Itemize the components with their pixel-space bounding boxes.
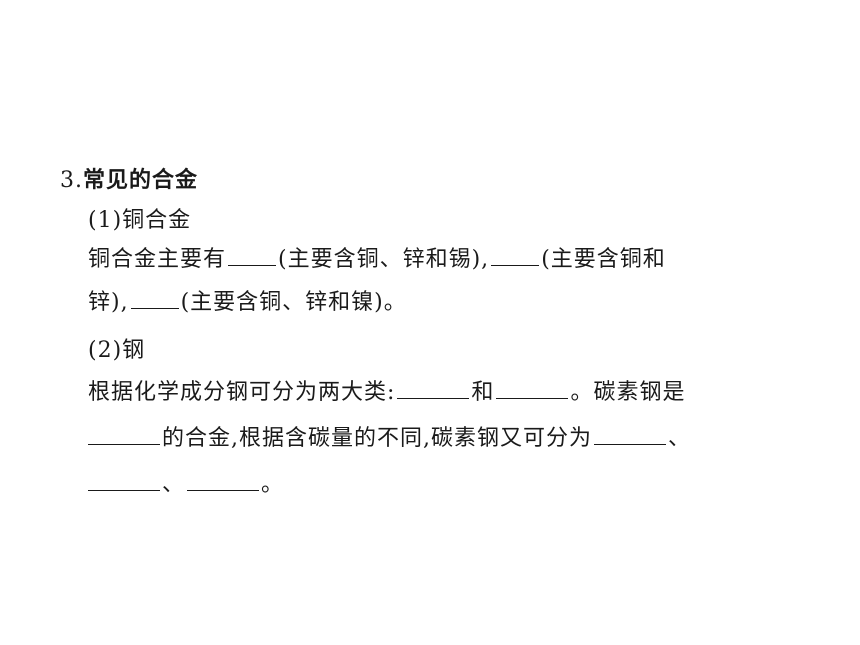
copper-alloy-line-1: 铜合金主要有 (主要含铜、锌和锡), (主要含铜和	[88, 245, 666, 275]
section-title: 常见的合金	[83, 168, 199, 193]
copper-text-2a: 锌),	[88, 290, 129, 315]
steel-text-2a: 的合金,根据含碳量的不同,碳素钢又可分为	[162, 426, 592, 451]
blank-steel-6[interactable]	[187, 470, 260, 491]
copper-alloy-line-2: 锌), (主要含铜、锌和镍)。	[88, 288, 407, 318]
section-number: 3.	[60, 168, 83, 193]
blank-steel-5[interactable]	[88, 470, 160, 491]
steel-text-2b: 、	[668, 426, 692, 451]
copper-text-1c: (主要含铜和	[541, 247, 666, 272]
copper-text-2b: (主要含铜、锌和镍)。	[180, 290, 407, 315]
copper-text-1a: 铜合金主要有	[88, 247, 227, 272]
steel-text-3b: 。	[261, 472, 285, 497]
copper-text-1b: (主要含铜、锌和锡),	[278, 247, 490, 272]
steel-line-1: 根据化学成分钢可分为两大类: 和 。碳素钢是	[88, 378, 685, 408]
steel-heading: (2)钢	[88, 338, 146, 363]
blank-steel-3[interactable]	[88, 424, 160, 445]
section-heading: 3.常见的合金	[60, 166, 198, 196]
blank-copper-1[interactable]	[228, 245, 277, 266]
blank-steel-2[interactable]	[496, 378, 569, 399]
steel-line-2: 的合金,根据含碳量的不同,碳素钢又可分为 、	[88, 424, 691, 454]
blank-steel-1[interactable]	[397, 378, 470, 399]
steel-text-1c: 。碳素钢是	[570, 380, 686, 405]
blank-copper-2[interactable]	[491, 245, 540, 266]
blank-steel-4[interactable]	[594, 424, 666, 445]
blank-copper-3[interactable]	[130, 288, 179, 309]
copper-alloy-heading: (1)铜合金	[88, 208, 192, 233]
steel-text-1b: 和	[471, 380, 495, 405]
steel-text-1a: 根据化学成分钢可分为两大类:	[88, 380, 396, 405]
steel-line-3: 、。	[88, 470, 284, 500]
steel-text-3a: 、	[162, 472, 186, 497]
